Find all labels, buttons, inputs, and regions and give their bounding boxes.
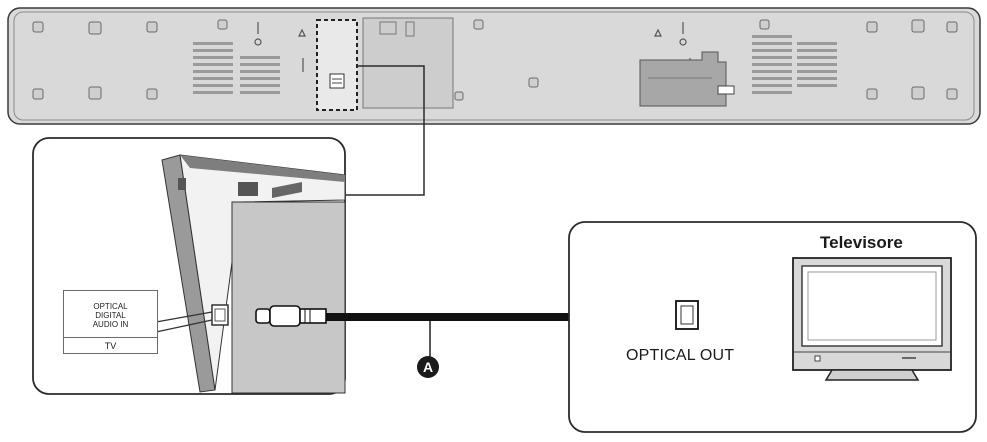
port-label-line3: AUDIO IN [92,319,129,329]
tv-title: Televisore [820,233,903,252]
soundbar-port-label: OPTICAL DIGITAL AUDIO IN TV [63,290,158,354]
zoom-leader-line [340,65,425,196]
port-highlight-box [316,19,358,111]
port-label-line1: OPTICAL [93,301,128,311]
port-label-line2: DIGITAL [95,310,126,320]
soundbar-optical-jack [211,304,229,326]
tv-optical-jack [675,300,699,330]
right-vent-grille [752,35,837,94]
left-vent-grille [193,42,280,94]
port-label-sub: TV [64,337,157,354]
television [792,257,952,381]
tv-panel [568,221,977,433]
cable-callout-a: A [417,356,439,378]
optical-out-label: OPTICAL OUT [626,347,735,364]
soundbar-rear [7,7,981,125]
zoom-panel [32,137,346,395]
